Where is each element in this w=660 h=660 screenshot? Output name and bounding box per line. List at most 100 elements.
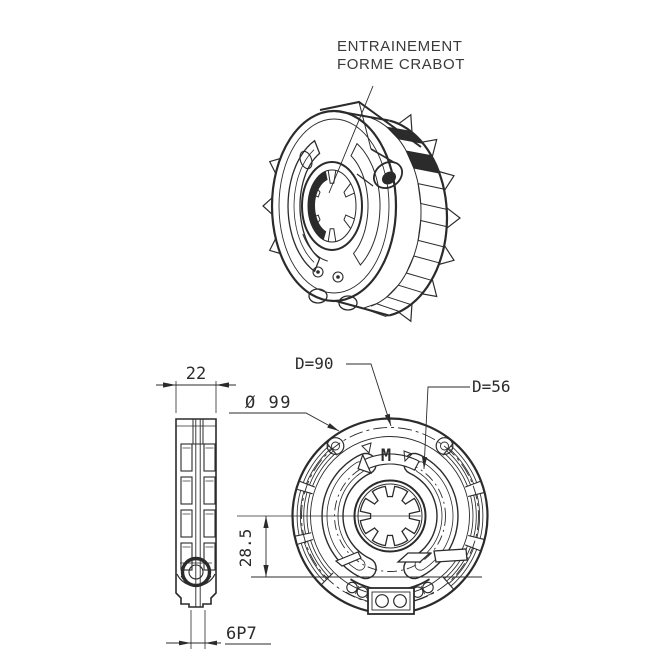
marking-triangle-right: [403, 450, 413, 463]
crabot-spline-profile: [359, 485, 421, 547]
iso-crabot-tooth: [343, 182, 355, 198]
rim-rib-arc: [310, 540, 332, 575]
vent-rect-right: [433, 548, 468, 563]
leader-dia99: Ø 99: [229, 393, 340, 432]
iso-bore-shading: [308, 171, 328, 240]
rim-rib-arc: [444, 453, 468, 487]
dim22-arrow-left: [163, 382, 176, 388]
side-rib-pockets: [180, 443, 216, 571]
dim285-arrow-top: [263, 516, 269, 528]
rim-rib-arc: [299, 491, 305, 535]
bottom-tab-hole-left: [375, 594, 389, 608]
isometric-view: [262, 100, 461, 323]
kidney-slot-left-inner-contour: [326, 461, 366, 571]
front-view: M 28.5 D=90 Ø 99 D=56: [229, 354, 511, 615]
dimension-offset-28-5: 28.5: [236, 516, 269, 577]
rim-rib-endcap: [467, 492, 484, 498]
screw-hole-bore: [331, 441, 340, 451]
rack-tooth-tick: [420, 585, 426, 595]
rim-rib-endcap: [442, 576, 454, 590]
iso-mold-mark: [312, 266, 324, 278]
rim-rib-arc: [307, 541, 330, 578]
dim6p7-extension-lines: [190, 610, 206, 649]
drawing-title-line2: FORME CRABOT: [337, 56, 465, 73]
bottom-tab-hole-right: [393, 594, 407, 608]
rim-rib-endcap: [326, 442, 338, 456]
dim6p7-arrow-right: [205, 640, 217, 646]
iso-kidney-left-line: [293, 149, 315, 263]
iso-mold-mark: [332, 271, 344, 283]
iso-crabot-tooth: [309, 214, 321, 230]
rim-rib-arc: [303, 542, 327, 580]
iso-kidney-slot-right: [350, 142, 381, 266]
iso-crabot-tooth: [327, 228, 337, 242]
rim-rib-endcap: [321, 572, 334, 585]
d56-value: D=56: [472, 377, 511, 396]
dim285-value: 28.5: [236, 529, 255, 568]
rim-rib-endcap: [467, 534, 484, 540]
side-rib-pocket: [203, 443, 216, 472]
side-center-slot-lines: [195, 419, 201, 607]
d90-value: D=90: [295, 354, 334, 373]
title-leader-line: [328, 85, 374, 194]
leader-d90: D=90: [295, 354, 392, 427]
rim-rib-arc: [446, 546, 471, 582]
side-rib-pocket: [203, 476, 216, 505]
rim-rib-arc: [479, 493, 484, 539]
iso-back-rim: [388, 119, 449, 317]
stop-wedge-left: [334, 551, 362, 567]
iso-mold-mark-dot: [336, 275, 340, 279]
dia99-value: Ø 99: [245, 393, 292, 413]
rim-rib-arc: [476, 494, 481, 538]
rim-rib-endcap: [464, 480, 481, 488]
dimension-width-22: 22: [156, 364, 236, 413]
dim22-value: 22: [186, 364, 206, 384]
rim-rib-arc: [303, 492, 308, 534]
dimension-slot-6p7: 6P7: [166, 610, 271, 649]
d56-leader-line: [423, 386, 470, 470]
side-body-outline: [175, 418, 217, 608]
iso-rim-bottom-edge: [335, 300, 390, 317]
dim22-extension-lines: [175, 381, 217, 413]
side-slot-notch: [192, 419, 204, 445]
rim-rib-arc: [306, 448, 332, 485]
rack-ball: [346, 581, 358, 594]
side-view: 22 6P7: [156, 364, 271, 649]
iso-crabot-tooth: [327, 170, 337, 184]
rim-rib-arc: [473, 495, 477, 537]
title-block: ENTRAINEMENT FORME CRABOT: [328, 38, 465, 194]
iso-bottom-bump: [308, 288, 328, 304]
iso-lug-edge-top: [370, 148, 396, 164]
rim-rib-arc: [470, 495, 474, 537]
screw-hole-right: [435, 437, 454, 455]
rim-rib-arc: [306, 492, 311, 534]
dia99-leader-line: [229, 412, 340, 432]
rim-rib-arc: [309, 450, 334, 486]
rim-rib-arc: [446, 450, 471, 486]
rim-rib-endcap: [297, 539, 314, 545]
rim-rib-endcap: [442, 442, 454, 456]
vent-chevron-right: [396, 552, 432, 563]
iso-kidney-slot-left: [287, 139, 321, 273]
d90-leader-line: [346, 363, 392, 427]
screw-hole-bore: [440, 441, 449, 451]
iso-face-arc-arrow: [302, 233, 328, 262]
rim-rib-endcap: [464, 544, 481, 552]
side-rib-pocket: [180, 509, 193, 538]
iso-bore-outer: [301, 161, 363, 251]
side-rib-pocket: [180, 443, 193, 472]
rim-rib-endcap: [295, 532, 312, 537]
dim285-arrow-bottom: [263, 565, 269, 577]
leader-d56: D=56: [422, 377, 511, 470]
iso-crabot-tooth: [309, 182, 321, 198]
rim-rib-endcap: [297, 488, 313, 495]
iso-bore-inner: [307, 169, 357, 243]
dim22-arrow-right: [216, 382, 229, 388]
iso-lug-face: [373, 161, 403, 189]
iso-lug-bore: [381, 171, 397, 185]
drawing-title-line1: ENTRAINEMENT: [337, 38, 463, 55]
iso-face-inner-contour: [278, 118, 390, 294]
iso-facet-line: [358, 101, 372, 150]
